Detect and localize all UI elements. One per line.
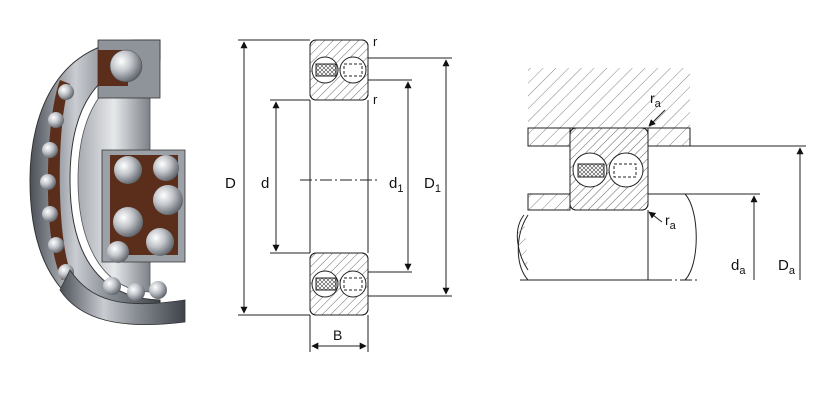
bottom-ring-section: [309, 252, 369, 316]
ra-top-leader: [648, 109, 666, 127]
mounting-drawing: [516, 68, 806, 281]
front-balls: [107, 155, 183, 263]
label-Da: Da: [778, 257, 796, 277]
top-ring-section: [309, 39, 369, 101]
label-ra-bottom: ra: [665, 212, 677, 232]
label-r-inner: r: [373, 92, 378, 107]
label-ra-top: ra: [650, 90, 662, 110]
label-D1: D1: [424, 175, 441, 195]
label-d1: d1: [389, 175, 403, 195]
label-B: B: [333, 327, 342, 343]
ra-bottom-leader: [648, 211, 663, 223]
cross-section-drawing: [238, 39, 452, 352]
label-da: da: [731, 257, 746, 277]
label-D: D: [225, 175, 236, 192]
bearing-3d-illustration: [29, 39, 186, 325]
label-r-top: r: [373, 34, 378, 49]
label-d: d: [261, 175, 269, 192]
